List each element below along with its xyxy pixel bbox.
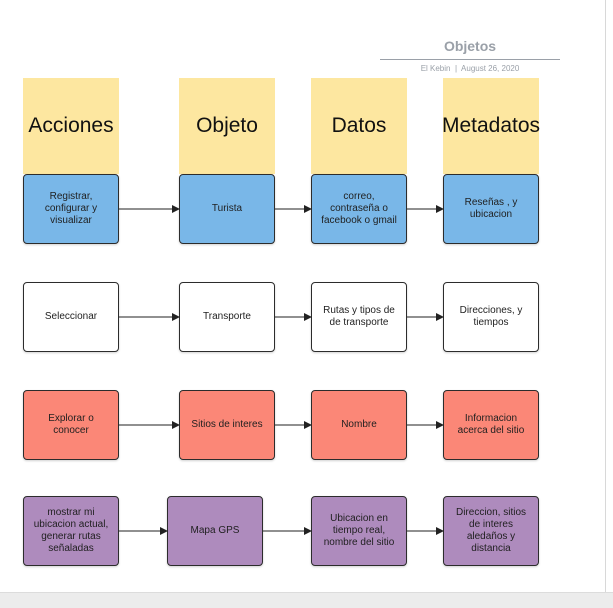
box-registrar[interactable]: Registrar, configurar y visualizar <box>23 174 119 244</box>
box-mapa-gps[interactable]: Mapa GPS <box>167 496 263 566</box>
document-meta: El Kebin | August 26, 2020 <box>380 64 560 73</box>
box-turista[interactable]: Turista <box>179 174 275 244</box>
canvas-right-border <box>605 0 606 592</box>
box-resenas[interactable]: Reseñas , y ubicacion <box>443 174 539 244</box>
box-rutas[interactable]: Rutas y tipos de de transporte <box>311 282 407 352</box>
box-ubicacion-real[interactable]: Ubicacion en tiempo real, nombre del sit… <box>311 496 407 566</box>
box-informacion[interactable]: Informacion acerca del sitio <box>443 390 539 460</box>
horizontal-scrollbar[interactable] <box>0 592 613 608</box>
document-title: Objetos <box>443 38 497 54</box>
header-datos: Datos <box>311 78 407 174</box>
box-direcciones[interactable]: Direcciones, y tiempos <box>443 282 539 352</box>
box-seleccionar[interactable]: Seleccionar <box>23 282 119 352</box>
header-acciones: Acciones <box>23 78 119 174</box>
box-mostrar-ubicacion[interactable]: mostrar mi ubicacion actual, generar rut… <box>23 496 119 566</box>
box-correo[interactable]: correo, contraseña o facebook o gmail <box>311 174 407 244</box>
box-direccion-sitios[interactable]: Direccion, sitios de interes aledaños y … <box>443 496 539 566</box>
box-explorar[interactable]: Explorar o conocer <box>23 390 119 460</box>
box-transporte[interactable]: Transporte <box>179 282 275 352</box>
title-divider <box>380 59 560 60</box>
header-objeto: Objeto <box>179 78 275 174</box>
header-metadatos: Metadatos <box>442 78 540 174</box>
document-author: El Kebin <box>420 64 451 73</box>
box-nombre[interactable]: Nombre <box>311 390 407 460</box>
meta-separator: | <box>452 64 460 73</box>
document-date: August 26, 2020 <box>461 64 520 73</box>
